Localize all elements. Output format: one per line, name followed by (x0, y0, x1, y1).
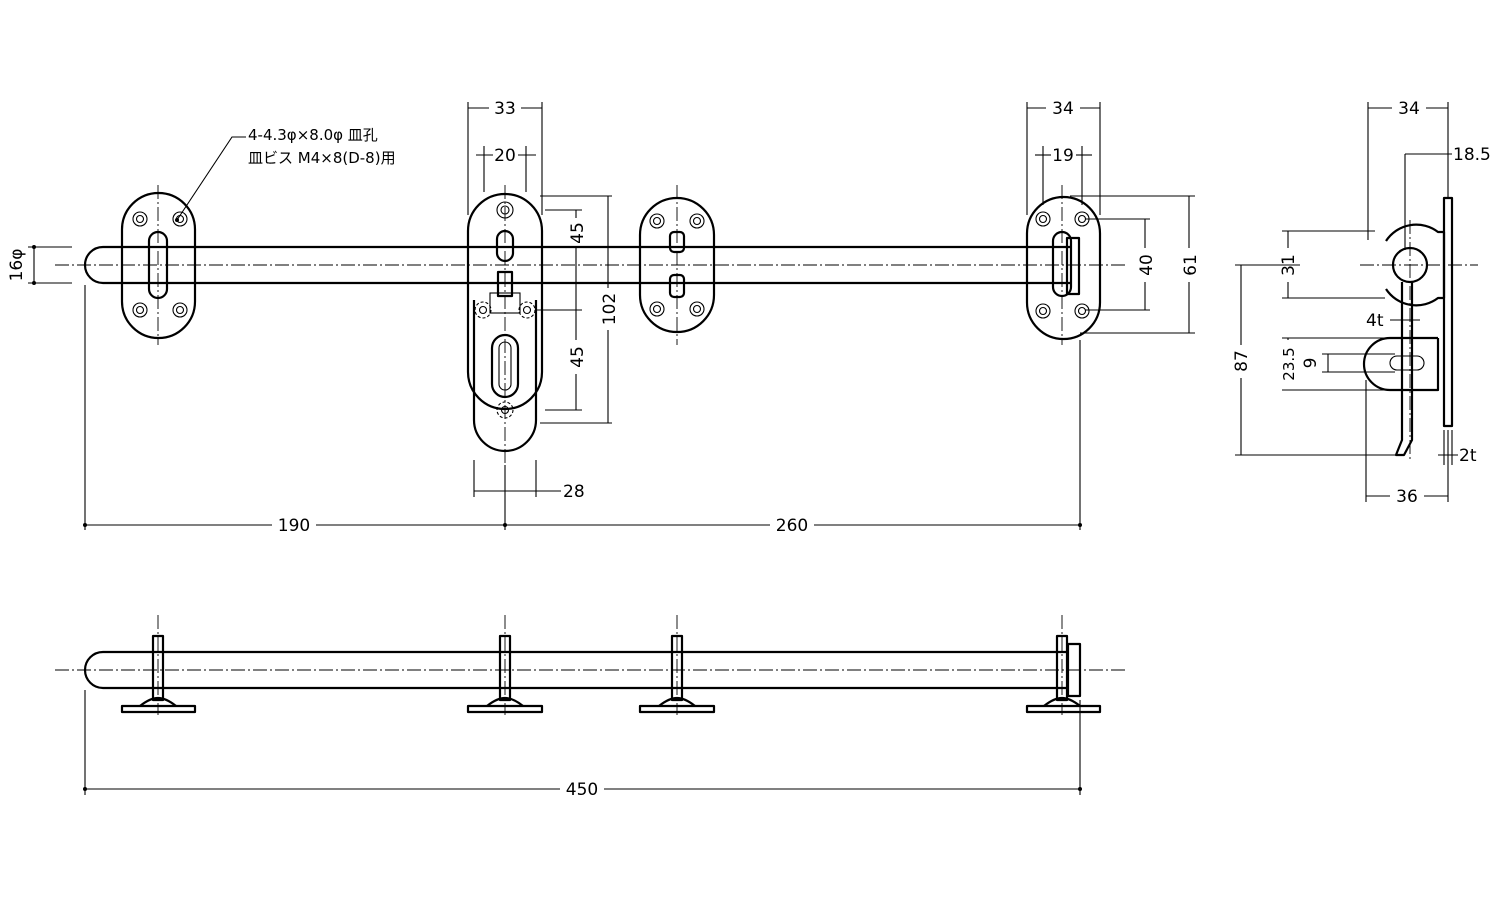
left-bracket-screw-holes (132, 211, 188, 318)
svg-text:45: 45 (568, 346, 588, 368)
keeper-top-hole (496, 201, 514, 219)
svg-text:28: 28 (563, 482, 585, 502)
svg-text:19: 19 (1052, 146, 1074, 166)
bar-stop (1065, 236, 1081, 296)
dim-bar-diameter: 16φ (7, 245, 72, 285)
top-bracket-right (1025, 634, 1102, 714)
svg-text:36: 36 (1396, 487, 1418, 507)
svg-text:87: 87 (1232, 350, 1252, 372)
left-bracket-plate (120, 191, 197, 340)
keeper-long-slot (490, 333, 520, 399)
top-bracket-middle (638, 634, 716, 714)
svg-text:45: 45 (568, 222, 588, 244)
side-mounting-plate (1442, 196, 1454, 428)
side-view: 34 18.5 31 4t 87 23.5 9 2t (1232, 99, 1491, 507)
annotation-line1: 4-4.3φ×8.0φ 皿孔 (248, 126, 378, 144)
top-bracket-left (120, 634, 197, 714)
svg-text:61: 61 (1181, 254, 1201, 276)
svg-text:450: 450 (566, 780, 598, 800)
annotation-line2: 皿ビス M4×8(D-8)用 (248, 149, 396, 167)
middle-bracket-screw-holes (649, 213, 705, 317)
svg-text:34: 34 (1052, 99, 1074, 119)
top-bolt-bar (83, 650, 1068, 690)
keeper-lower-plate (472, 300, 538, 453)
top-view: 450 (55, 615, 1125, 800)
svg-text:16φ: 16φ (7, 249, 27, 282)
top-keeper (466, 634, 544, 714)
dim-right-bracket-height: 40 61 (1070, 195, 1201, 334)
side-bolt-section (1391, 246, 1429, 284)
svg-text:40: 40 (1137, 254, 1157, 276)
bolt-bar (83, 245, 1070, 285)
middle-bracket-staple-bottom (668, 273, 686, 299)
dim-bracket-spacing: 190 260 (83, 285, 1082, 536)
right-bracket-staple (1051, 230, 1073, 298)
svg-text:18.5: 18.5 (1453, 145, 1491, 165)
right-bracket-plate (1025, 195, 1102, 341)
svg-text:102: 102 (600, 293, 620, 325)
keeper-tab (489, 292, 521, 314)
dim-right-bracket-width: 34 19 (1026, 99, 1101, 215)
middle-bracket-plate (638, 196, 716, 334)
svg-text:34: 34 (1398, 99, 1420, 119)
left-bracket-staple (147, 230, 169, 300)
svg-text:9: 9 (1301, 358, 1321, 369)
svg-text:33: 33 (494, 99, 516, 119)
svg-text:260: 260 (776, 516, 808, 536)
svg-text:20: 20 (494, 146, 516, 166)
right-bracket-screw-holes (1035, 211, 1090, 319)
dim-keeper-bottom-width: 28 (473, 460, 585, 502)
dim-keeper-slot: 20 (476, 146, 536, 192)
annotation-leader (176, 136, 246, 221)
dim-overall-length: 450 (83, 690, 1082, 800)
svg-text:4t: 4t (1366, 311, 1384, 331)
svg-text:2t: 2t (1459, 446, 1477, 466)
svg-text:23.5: 23.5 (1280, 347, 1298, 380)
middle-bracket-staple-top (668, 230, 686, 254)
front-view: 4-4.3φ×8.0φ 皿孔 皿ビス M4×8(D-8)用 16φ 33 20 (7, 99, 1201, 536)
svg-text:190: 190 (278, 516, 310, 536)
keeper-plate (466, 192, 544, 411)
dim-hole-pitch: 45 45 102 (535, 195, 620, 424)
